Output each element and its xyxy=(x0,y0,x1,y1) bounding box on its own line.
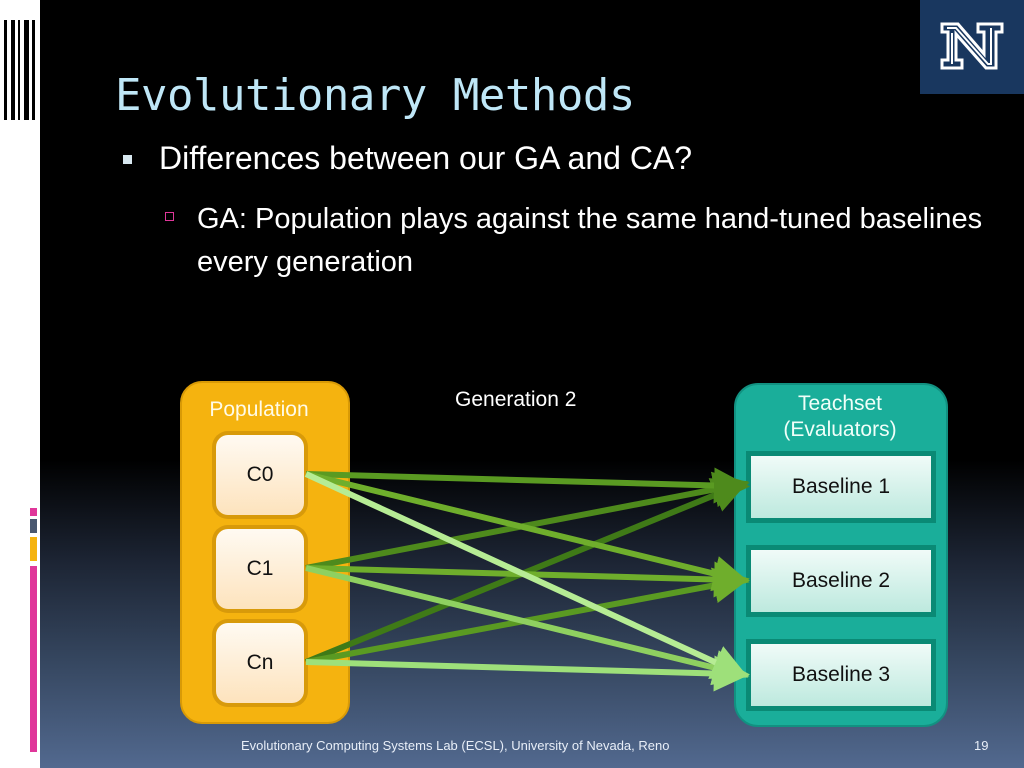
slide-title: Evolutionary Methods xyxy=(115,70,635,121)
nevada-n-logo-icon xyxy=(940,22,1004,70)
university-logo xyxy=(920,0,1024,94)
left-decorative-strip xyxy=(0,0,40,768)
strip-line xyxy=(18,20,20,120)
bullet-level2-text: GA: Population plays against the same ha… xyxy=(197,203,983,278)
baseline-box-1: Baseline 1 xyxy=(746,451,936,523)
baseline-label: Baseline 2 xyxy=(751,550,931,612)
baseline-label: Baseline 1 xyxy=(751,456,931,518)
generation-label: Generation 2 xyxy=(455,388,577,411)
baseline-box-2: Baseline 2 xyxy=(746,545,936,617)
strip-line xyxy=(11,20,15,120)
strip-line xyxy=(24,20,29,120)
teachset-title-line1: Teachset xyxy=(797,392,883,415)
accent-bar-slate xyxy=(30,519,37,533)
population-node-cn: Cn xyxy=(212,619,308,707)
hollow-square-bullet-icon xyxy=(165,212,174,221)
teachset-title-line2: (Evaluators) xyxy=(783,418,897,441)
population-node-c0: C0 xyxy=(212,431,308,519)
strip-line xyxy=(32,20,35,120)
arrow-c0-to-baseline2 xyxy=(305,471,750,592)
teachset-title: Teachset (Evaluators) xyxy=(734,391,946,443)
arrow-cn-to-baseline3 xyxy=(305,655,750,692)
arrow-c1-to-baseline3 xyxy=(305,565,750,686)
square-bullet-icon xyxy=(123,155,132,164)
node-label: C1 xyxy=(216,529,304,609)
accent-bar-pink-long xyxy=(30,566,37,752)
strip-line xyxy=(4,20,7,120)
arrow-c0-to-baseline1 xyxy=(305,467,750,504)
page-number: 19 xyxy=(974,738,989,753)
population-node-c1: C1 xyxy=(212,525,308,613)
bullet-level1-text: Differences between our GA and CA? xyxy=(159,140,693,176)
node-label: Cn xyxy=(216,623,304,703)
accent-bar-yellow xyxy=(30,537,37,561)
node-label: C0 xyxy=(216,435,304,515)
baseline-label: Baseline 3 xyxy=(751,644,931,706)
accent-bar-pink xyxy=(30,508,37,516)
population-title: Population xyxy=(209,398,309,421)
footer-text: Evolutionary Computing Systems Lab (ECSL… xyxy=(241,738,670,753)
arrow-c0-to-baseline3 xyxy=(304,471,749,679)
strip-lines xyxy=(0,0,40,130)
baseline-box-3: Baseline 3 xyxy=(746,639,936,711)
